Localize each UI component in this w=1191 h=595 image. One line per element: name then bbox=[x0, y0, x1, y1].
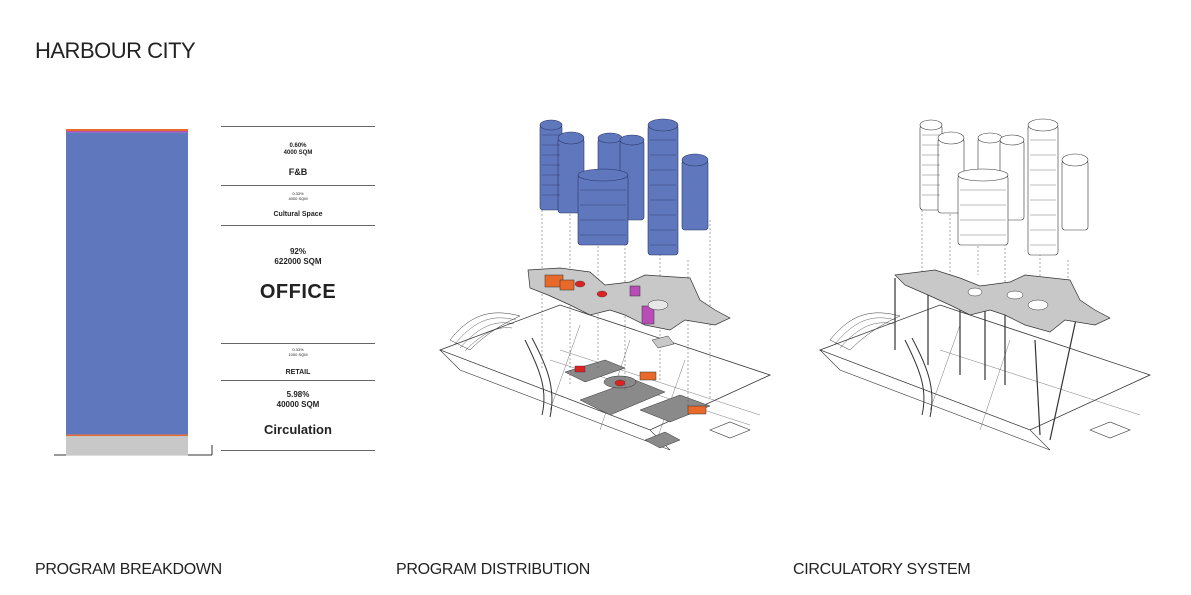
legend-circulation: 5.98% 40000 SQM Circulation bbox=[221, 390, 375, 437]
retail-label: RETAIL bbox=[285, 369, 311, 376]
program-breakdown-bar bbox=[54, 129, 213, 456]
office-towers bbox=[539, 118, 709, 256]
cultural-area: 4000 SQM bbox=[288, 196, 308, 201]
fnb-pct: 0.60% bbox=[289, 143, 307, 149]
legend-fnb: 0.60% 4000 SQM F&B bbox=[221, 143, 375, 177]
fnb-area: 4000 SQM bbox=[283, 150, 313, 156]
page-title: HARBOUR CITY bbox=[35, 38, 196, 63]
legend-divider bbox=[221, 225, 375, 226]
podium-level bbox=[527, 267, 731, 349]
legend-divider bbox=[221, 380, 375, 381]
caption-circulatory-system: CIRCULATORY SYSTEM bbox=[793, 561, 971, 578]
legend-cultural: 0.33% 4000 SQM Cultural Space bbox=[221, 191, 375, 218]
bar-segment-f-b bbox=[66, 129, 188, 131]
podium-level bbox=[894, 269, 1111, 333]
retail-area: 1000 SQM bbox=[288, 352, 308, 357]
legend-office: 92% 622000 SQM OFFICE bbox=[221, 247, 375, 304]
retail-pct: 0.33% bbox=[292, 347, 304, 352]
circulation-label: Circulation bbox=[264, 422, 332, 437]
bar-segment-circulation bbox=[66, 435, 188, 456]
legend-divider bbox=[221, 450, 375, 451]
legend-divider bbox=[221, 185, 375, 186]
program-distribution-diagram bbox=[438, 118, 772, 451]
circulation-area: 40000 SQM bbox=[276, 400, 320, 409]
cultural-label: Cultural Space bbox=[273, 211, 323, 218]
fnb-label: F&B bbox=[288, 167, 308, 177]
bar-segment-office bbox=[66, 132, 188, 435]
vertical-cores bbox=[894, 278, 1079, 441]
legend-divider bbox=[221, 343, 375, 344]
circulatory-system-diagram bbox=[818, 118, 1152, 451]
bar-segment-cultural-space bbox=[66, 130, 188, 133]
bar-segment-retail bbox=[66, 434, 188, 436]
office-label: OFFICE bbox=[259, 281, 337, 303]
office-area: 622000 SQM bbox=[274, 257, 322, 266]
caption-program-distribution: PROGRAM DISTRIBUTION bbox=[396, 561, 591, 578]
circulation-pct: 5.98% bbox=[286, 390, 310, 399]
legend-divider bbox=[221, 126, 375, 127]
legend-retail: 0.33% 1000 SQM RETAIL bbox=[221, 347, 375, 376]
cultural-pct: 0.33% bbox=[292, 191, 304, 196]
office-pct: 92% bbox=[289, 247, 306, 256]
site-base-plate bbox=[438, 304, 772, 451]
office-towers bbox=[919, 118, 1089, 256]
caption-program-breakdown: PROGRAM BREAKDOWN bbox=[35, 561, 222, 578]
